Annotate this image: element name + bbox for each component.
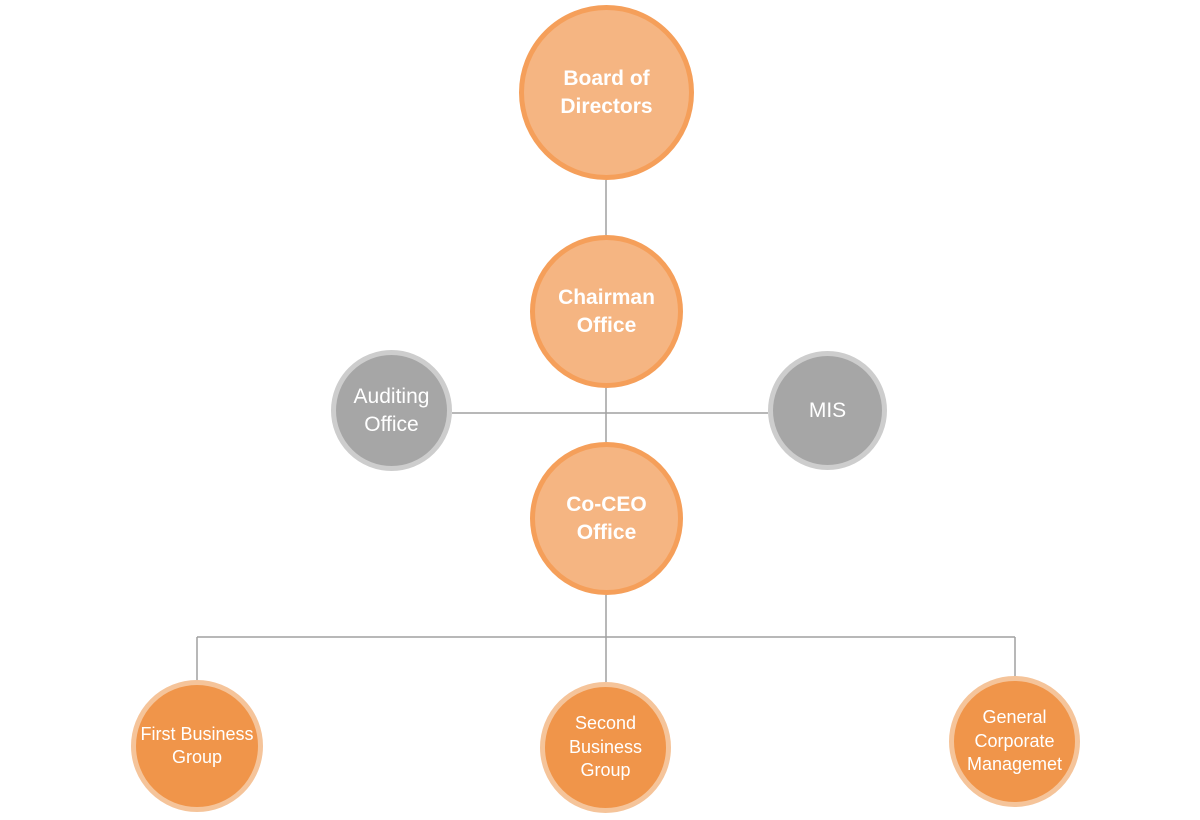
node-second-business-group: Second Business Group (540, 682, 671, 813)
node-board-of-directors: Board of Directors (519, 5, 694, 180)
node-co-ceo-office: Co-CEO Office (530, 442, 683, 595)
node-label: General Corporate Managemet (966, 707, 1063, 775)
node-auditing-office: Auditing Office (331, 350, 452, 471)
node-label: First Business Group (140, 723, 254, 767)
node-first-business-group: First Business Group (131, 680, 263, 812)
node-general-corporate-management: General Corporate Managemet (949, 676, 1080, 807)
node-mis: MIS (768, 351, 887, 470)
node-label: Board of Directors (560, 67, 653, 118)
node-label: Auditing Office (353, 385, 430, 436)
node-chairman-office: Chairman Office (530, 235, 683, 388)
node-label: MIS (808, 398, 847, 422)
node-label: Second Business Group (568, 713, 643, 781)
node-label: Chairman Office (558, 286, 655, 337)
node-label: Co-CEO Office (566, 493, 647, 544)
